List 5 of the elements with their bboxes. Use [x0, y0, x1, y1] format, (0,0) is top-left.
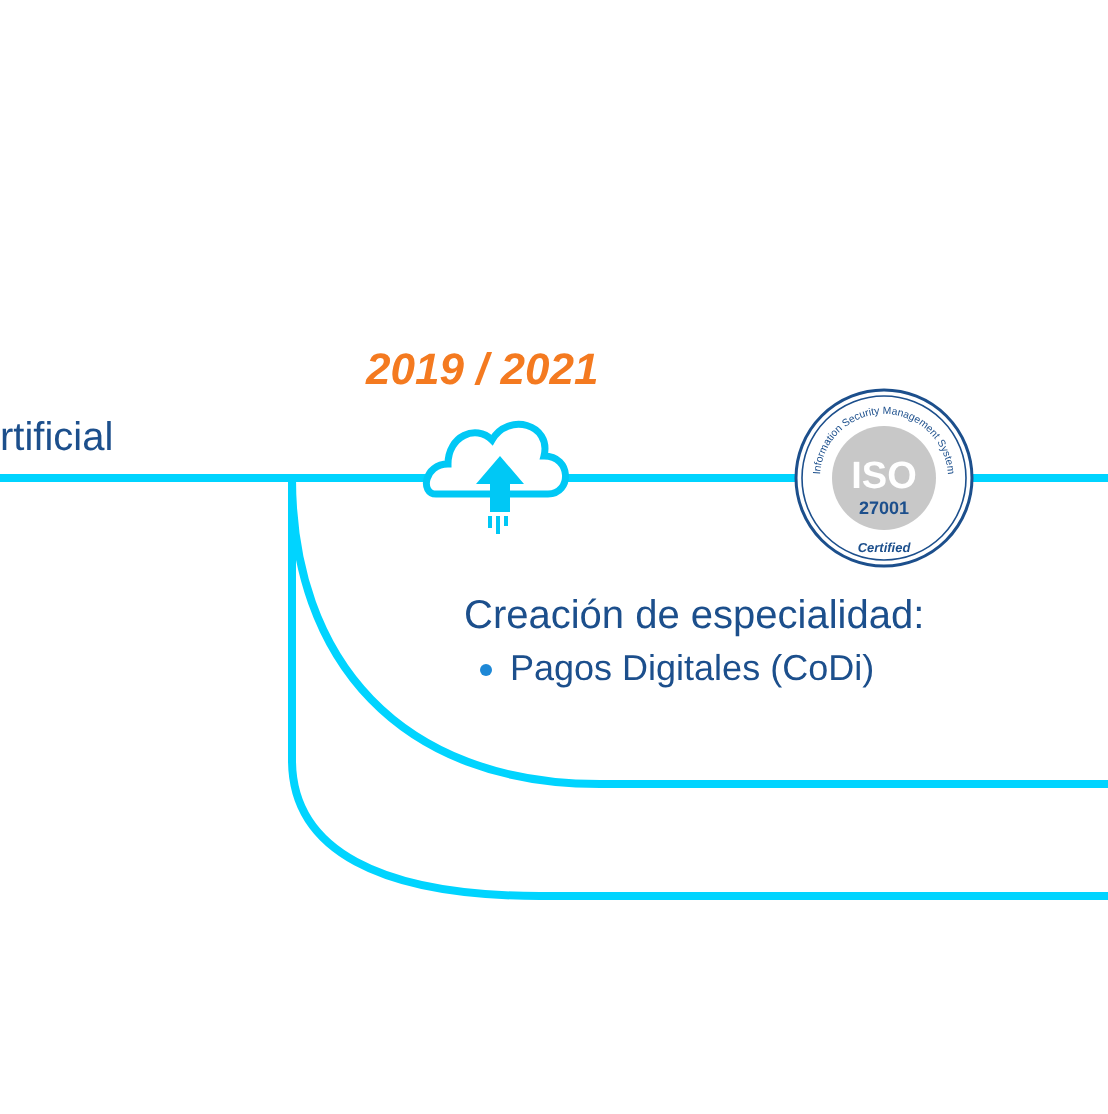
milestone-title: Creación de especialidad:: [464, 594, 925, 640]
bullet-item: Pagos Digitales (CoDi): [480, 648, 875, 690]
year-range: 2019 / 2021: [366, 344, 599, 396]
heading-text: rtificial: [0, 416, 114, 462]
badge-number: 27001: [858, 498, 910, 518]
